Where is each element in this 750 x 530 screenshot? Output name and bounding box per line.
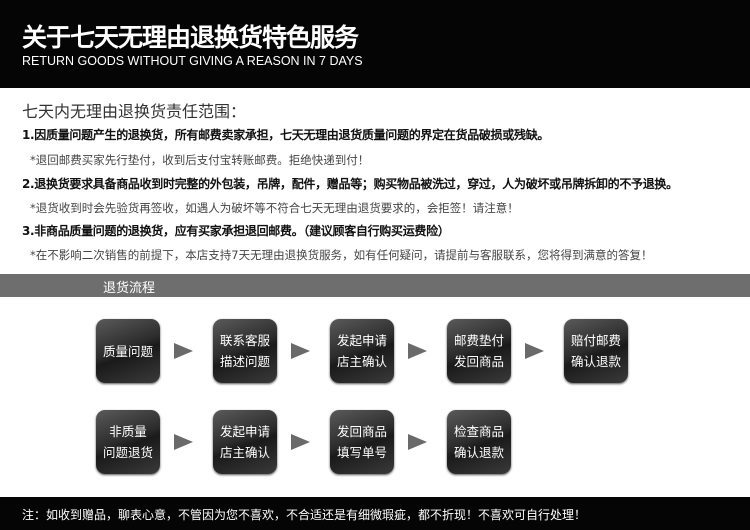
arrow-right-icon — [408, 343, 427, 359]
policy-heading: 七天内无理由退换货责任范围： — [22, 102, 247, 121]
process-step-label: 联系客服 — [219, 333, 270, 348]
policy-note-3: *在不影响二次销售的前提下，本店支持7天无理由退换货服务，如有任何疑问，请提前与… — [30, 248, 653, 262]
page-subtitle: RETURN GOODS WITHOUT GIVING A REASON IN … — [22, 54, 363, 68]
policy-rule-2: 2.退换货要求具备商品收到时完整的外包装，吊牌，配件，赠品等；购买物品被洗过，穿… — [22, 177, 678, 191]
footer-note: 注：如收到赠品，聊表心意，不管因为您不喜欢，不合适还是有细微瑕疵，都不折现！不喜… — [22, 508, 587, 522]
header-banner: 关于七天无理由退换货特色服务 RETURN GOODS WITHOUT GIVI… — [0, 0, 750, 88]
process-step-label: 质量问题 — [102, 343, 153, 359]
page-title: 关于七天无理由退换货特色服务 — [22, 23, 359, 52]
process-step-label: 非质量 — [109, 424, 147, 439]
footer-banner: 注：如收到赠品，聊表心意，不管因为您不喜欢，不合适还是有细微瑕疵，都不折现！不喜… — [0, 497, 750, 530]
process-step-label: 确认退款 — [570, 354, 621, 369]
arrow-right-icon — [291, 434, 310, 450]
policy-rule-1: 1.因质量问题产生的退换货，所有邮费卖家承担，七天无理由退货质量问题的界定在货品… — [22, 128, 550, 142]
process-section-bar: 退货流程 — [0, 274, 750, 297]
process-step-label: 检查商品 — [453, 424, 504, 439]
process-step-label: 发回商品 — [336, 424, 387, 439]
process-step: 非质量问题退货 — [96, 410, 160, 474]
arrow-right-icon — [174, 343, 193, 359]
process-step-label: 确认退款 — [453, 445, 504, 460]
process-step-label: 店主确认 — [219, 445, 270, 460]
process-title: 退货流程 — [103, 281, 156, 296]
process-step: 联系客服描述问题 — [213, 319, 277, 383]
process-step: 发起申请店主确认 — [213, 410, 277, 474]
process-step-label: 填写单号 — [336, 445, 387, 460]
process-step-label: 发起申请 — [219, 424, 270, 439]
process-step-label: 邮费垫付 — [453, 333, 504, 348]
process-step-label: 发回商品 — [453, 354, 504, 369]
process-step: 发回商品填写单号 — [330, 410, 394, 474]
arrow-right-icon — [525, 343, 544, 359]
arrow-right-icon — [291, 343, 310, 359]
process-step: 邮费垫付发回商品 — [447, 319, 511, 383]
policy-rule-3: 3.非商品质量问题的退换货，应有买家承担退回邮费。（建议顾客自行购买运费险） — [22, 224, 450, 238]
arrow-right-icon — [174, 434, 193, 450]
process-step-label: 问题退货 — [102, 445, 153, 460]
process-step: 质量问题 — [96, 319, 160, 383]
process-step-label: 发起申请 — [336, 333, 387, 348]
process-step: 检查商品确认退款 — [447, 410, 511, 474]
process-step-label: 店主确认 — [336, 354, 387, 369]
process-step: 赔付邮费确认退款 — [564, 319, 628, 383]
policy-note-2: *退货收到时会先验货再签收，如遇人为破坏等不符合七天无理由退货要求的，会拒签！请… — [30, 201, 519, 215]
process-step-label: 赔付邮费 — [570, 333, 621, 348]
arrow-right-icon — [408, 434, 427, 450]
process-step: 发起申请店主确认 — [330, 319, 394, 383]
policy-note-1: *退回邮费买家先行垫付，收到后支付宝转账邮费。拒绝快递到付！ — [30, 153, 370, 167]
process-step-label: 描述问题 — [219, 354, 270, 369]
